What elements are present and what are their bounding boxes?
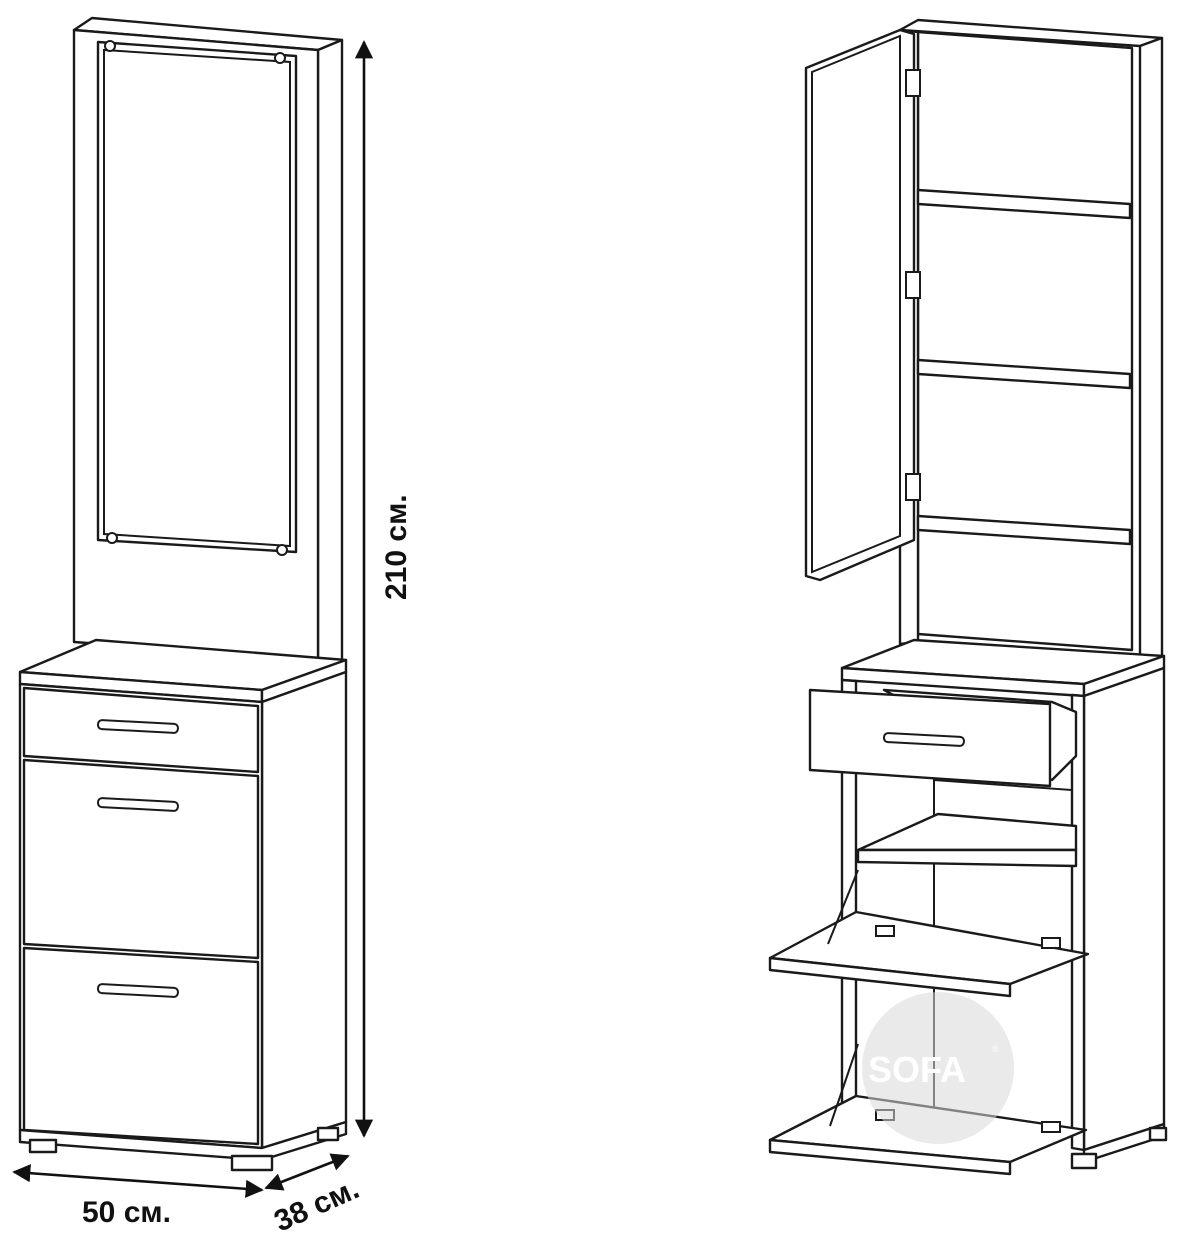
shelf bbox=[856, 812, 1078, 852]
watermark-text: SOFA bbox=[868, 1049, 966, 1090]
open-door bbox=[804, 28, 916, 582]
foot bbox=[316, 1126, 340, 1142]
mirror-clip bbox=[106, 532, 118, 544]
flap-hinge bbox=[1041, 1121, 1061, 1133]
middle-flap-front bbox=[22, 758, 260, 960]
mirror bbox=[96, 40, 298, 554]
hinge bbox=[905, 69, 921, 97]
flap-hinge bbox=[875, 925, 895, 937]
width-dimension-line bbox=[12, 1164, 264, 1198]
watermark-disc bbox=[862, 992, 1014, 1144]
drawer-handle bbox=[96, 719, 179, 734]
mirror-clip bbox=[274, 52, 286, 64]
shelf bbox=[916, 358, 1132, 390]
flap-hinge bbox=[1041, 937, 1061, 949]
shelf bbox=[916, 514, 1132, 546]
height-label: 210 см. bbox=[380, 494, 413, 600]
flap-handle bbox=[96, 797, 179, 812]
depth-dimension-line bbox=[264, 1153, 350, 1191]
open-cabinet-view: SOFA ® bbox=[768, 18, 1168, 1176]
mirror-clip bbox=[276, 544, 288, 556]
shelf bbox=[916, 188, 1132, 220]
foot bbox=[230, 1154, 274, 1172]
foot bbox=[1148, 1126, 1168, 1142]
bottom-flap-front bbox=[22, 946, 260, 1146]
sofa-watermark: SOFA ® bbox=[862, 992, 1014, 1144]
hinge bbox=[905, 473, 921, 501]
flap-handle bbox=[96, 983, 179, 998]
hinge bbox=[905, 271, 921, 299]
foot bbox=[1070, 1152, 1098, 1170]
mirror-clip bbox=[104, 40, 116, 52]
drawer-handle bbox=[882, 732, 965, 747]
watermark-reg-mark: ® bbox=[992, 1044, 999, 1054]
closed-cabinet-view bbox=[18, 16, 348, 1172]
foot bbox=[28, 1138, 58, 1154]
width-label: 50 см. bbox=[82, 1196, 171, 1229]
